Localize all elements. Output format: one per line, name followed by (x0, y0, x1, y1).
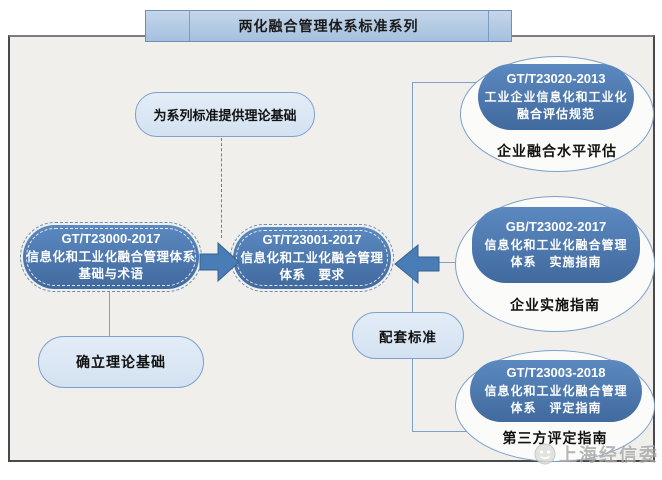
evaluation-standard-code: GT/T23003-2018 (506, 365, 606, 381)
foundation-standard-node: GT/T23000-2017 信息化和工业化融合管理体系 基础与术语 (20, 222, 202, 292)
assessment-standard-name-line1: 工业企业信息化和工业化 (484, 90, 628, 105)
implementation-caption: 企业实施指南 (510, 297, 600, 313)
foundation-standard-code: GT/T23000-2017 (61, 231, 161, 247)
establish-connector (109, 292, 110, 338)
implementation-group-ellipse: GB/T23002-2017 信息化和工业化融合管理 体系 实施指南 企业实施指… (455, 196, 655, 332)
evaluation-caption: 第三方评定指南 (502, 430, 608, 446)
implementation-standard-name-line1: 信息化和工业化融合管理 (484, 238, 628, 253)
supporting-standards-label: 配套标准 (379, 329, 437, 345)
requirements-standard-name-line1: 信息化和工业化融合管理 (240, 250, 384, 265)
implementation-standard-name-line2: 体系 实施指南 (510, 255, 602, 270)
watermark-text: 上海经信委 (559, 445, 659, 465)
theory-note-shape: 为系列标准提供理论基础 (135, 92, 315, 137)
implementation-standard-code: GB/T23002-2017 (505, 219, 607, 235)
theory-note-label: 为系列标准提供理论基础 (153, 108, 297, 123)
banner-divider-left (189, 11, 190, 41)
evaluation-standard-node: GT/T23003-2018 信息化和工业化融合管理 体系 评定指南 (470, 360, 642, 422)
requirements-standard-name-line2: 体系 要求 (279, 268, 345, 283)
assessment-standard-node: GT/T23020-2013 工业企业信息化和工业化 融合评估规范 (478, 64, 634, 130)
flow-arrow-left-icon (394, 243, 440, 285)
title-banner: 两化融合管理体系标准系列 (145, 10, 512, 42)
evaluation-standard-name-line2: 体系 评定指南 (510, 401, 602, 416)
requirements-standard-code: GT/T23001-2017 (262, 232, 362, 248)
establish-theory-label: 确立理论基础 (76, 354, 166, 370)
assessment-group-ellipse: GT/T23020-2013 工业企业信息化和工业化 融合评估规范 企业融合水平… (460, 56, 654, 172)
assessment-standard-name-line2: 融合评估规范 (516, 107, 595, 122)
assessment-standard-code: GT/T23020-2013 (506, 71, 606, 87)
theory-dashed-connector (221, 138, 222, 238)
bracket-top-branch (412, 82, 484, 83)
foundation-standard-name-line2: 基础与术语 (78, 267, 144, 282)
bracket-middle-branch (412, 262, 480, 263)
requirements-standard-node: GT/T23001-2017 信息化和工业化融合管理 体系 要求 (230, 224, 394, 292)
flow-arrow-right-icon (199, 241, 240, 283)
implementation-standard-node: GB/T23002-2017 信息化和工业化融合管理 体系 实施指南 (472, 207, 640, 283)
diagram-title: 两化融合管理体系标准系列 (238, 18, 419, 34)
establish-theory-node: 确立理论基础 (38, 336, 204, 388)
assessment-caption: 企业融合水平评估 (497, 143, 617, 159)
evaluation-group-ellipse: GT/T23003-2018 信息化和工业化融合管理 体系 评定指南 第三方评定… (455, 350, 655, 462)
evaluation-standard-name-line1: 信息化和工业化融合管理 (484, 384, 628, 399)
watermark-logo-icon (534, 443, 556, 465)
watermark: 上海经信委 (534, 441, 659, 467)
bracket-bottom-branch (412, 431, 488, 432)
foundation-standard-name-line1: 信息化和工业化融合管理体系 (26, 249, 196, 264)
supporting-standards-node: 配套标准 (352, 312, 464, 359)
banner-divider-right (488, 11, 489, 41)
